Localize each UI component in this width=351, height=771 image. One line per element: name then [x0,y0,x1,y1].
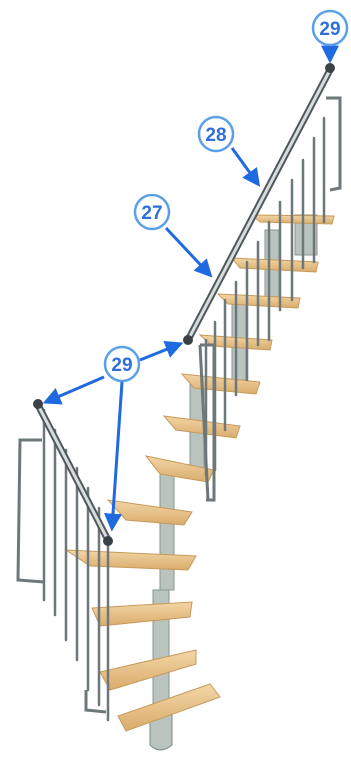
svg-text:27: 27 [141,203,162,224]
tread-5 [108,500,192,525]
tread-2 [100,650,196,690]
upper-side-rail [326,98,340,190]
callout-27: 27 [135,195,169,229]
arrow-27 [166,228,210,275]
balusters-lower [44,410,108,720]
arrow-29-to-mid [140,344,180,360]
callout-28: 28 [199,117,233,151]
bottom-support [86,690,106,712]
arrow-28 [232,148,258,184]
treads [66,215,334,731]
svg-text:28: 28 [205,125,226,146]
lower-side-rail [18,440,44,582]
callout-29-top: 29 [313,11,347,45]
tread-4 [66,550,196,570]
tread-11 [232,258,318,272]
svg-text:29: 29 [111,355,132,376]
arrow-29-to-left [46,377,104,402]
svg-text:29: 29 [319,19,340,40]
callout-29-lower: 29 [105,347,139,381]
callout-arrows [46,44,330,528]
